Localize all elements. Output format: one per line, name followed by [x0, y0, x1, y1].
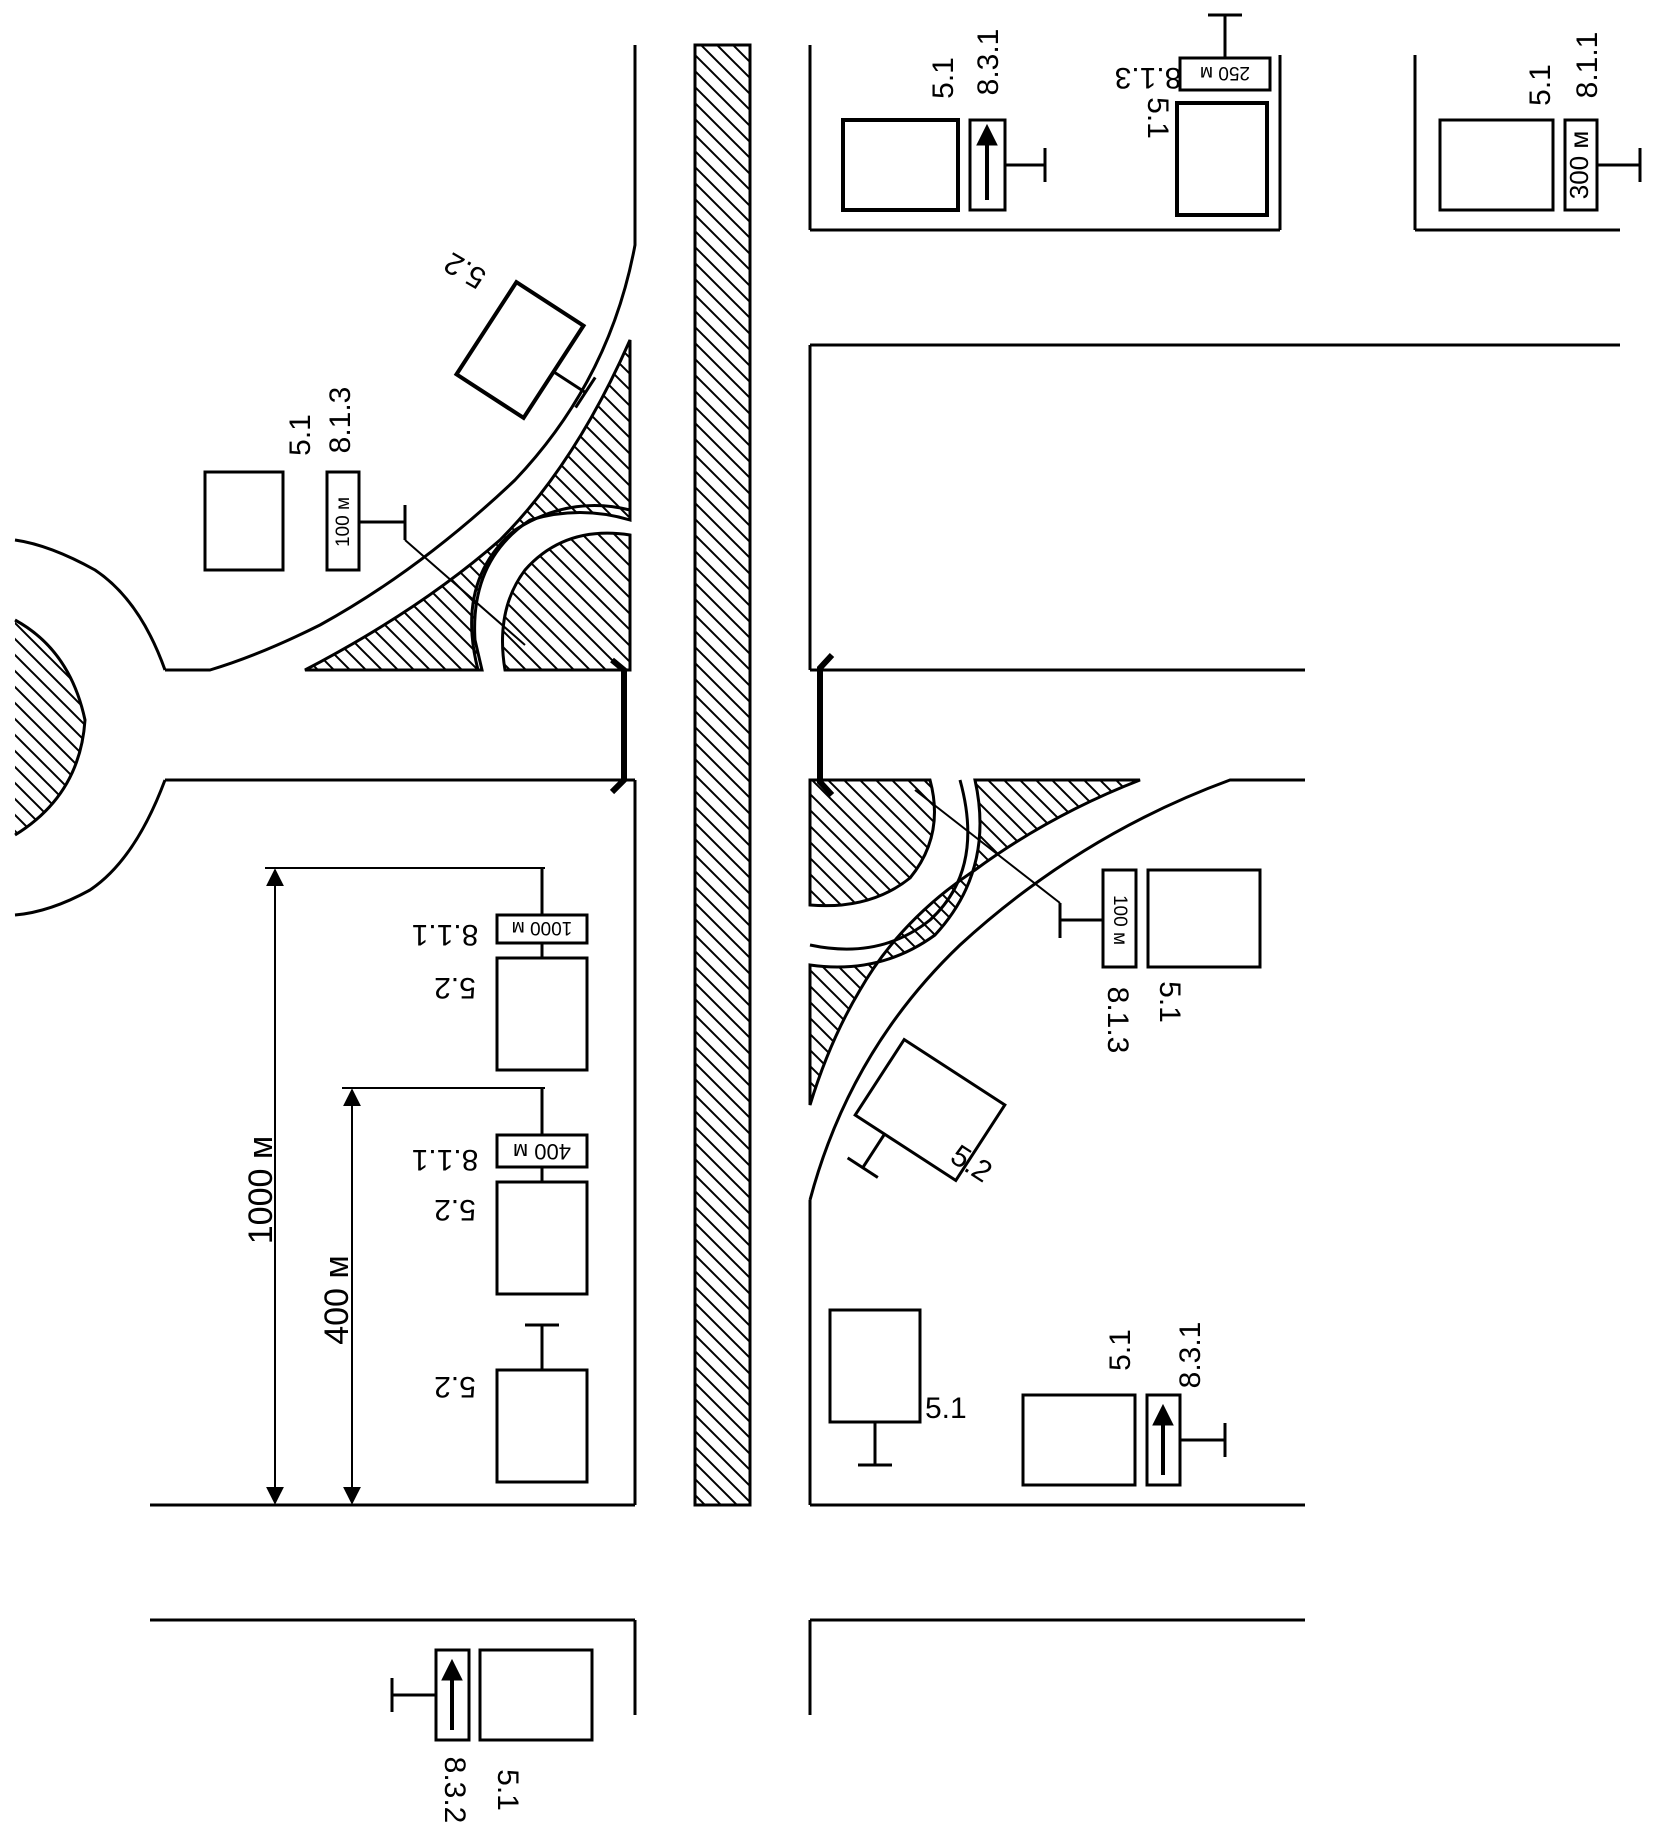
bridge-right	[817, 652, 835, 798]
label-left-1-plate: 8.1.1	[412, 918, 479, 951]
sign-ramp-se-exit	[853, 1037, 1007, 1183]
connector-top-flare	[14, 538, 167, 671]
sign-bottom-main	[478, 1648, 594, 1742]
label-right-2-main: 5.1	[1104, 1329, 1137, 1371]
label-ramp-nw-main: 5.1	[284, 414, 317, 456]
sign-top-c-main	[1438, 118, 1555, 212]
plate-text-left-1: 1000 м	[512, 917, 573, 938]
sign-ramp-nw-main	[203, 470, 285, 572]
sign-ramp-se-exit-post	[861, 1133, 886, 1169]
sign-top-b-main	[1175, 101, 1269, 217]
sign-right-2-main	[1021, 1393, 1137, 1487]
sign-ramp-se-leader	[914, 789, 1061, 904]
sign-left-1-main	[495, 956, 589, 1072]
plate-text-top-b: 250 м	[1200, 62, 1250, 83]
label-left-2-main: 5.2	[434, 1193, 476, 1226]
label-left-3-main: 5.2	[434, 1370, 476, 1403]
median-strip	[693, 43, 752, 1507]
label-ramp-se-plate: 8.1.3	[1101, 987, 1134, 1054]
label-left-2-plate: 8.1.1	[412, 1143, 479, 1176]
dim-label-400: 400 м	[318, 1255, 356, 1345]
dim-label-1000: 1000 м	[242, 1136, 280, 1244]
roundabout-island	[14, 618, 87, 837]
sign-ramp-nw-exit	[453, 279, 587, 421]
label-top-b-plate: 8.1.3	[1115, 61, 1182, 94]
sign-ramp-nw-leader	[404, 539, 526, 646]
plate-text-ramp-nw: 100 м	[333, 497, 354, 547]
label-ramp-se-main: 5.1	[1153, 981, 1186, 1023]
upper-left-island	[304, 339, 632, 672]
left-road-edge-top	[165, 45, 637, 672]
upper-left-loop-island	[501, 531, 632, 672]
lower-right-loop-island	[808, 778, 936, 908]
sign-ramp-se-main	[1146, 868, 1262, 969]
arrow-up-icon-head	[1152, 1403, 1174, 1426]
label-top-a-plate: 8.3.1	[972, 29, 1005, 96]
label-left-1-main: 5.2	[434, 971, 476, 1004]
lower-right-island	[808, 778, 1141, 1106]
arrow-up-icon-head	[441, 1658, 463, 1681]
sign-top-a-main	[841, 118, 960, 212]
label-right-1-main: 5.1	[925, 1392, 967, 1425]
sign-ramp-nw-exit-cap	[574, 376, 597, 409]
right-curve-edge	[808, 778, 1305, 1201]
arrow-up-icon-head	[976, 123, 998, 146]
label-top-a-main: 5.1	[927, 57, 960, 99]
label-top-b-main: 5.1	[1141, 97, 1174, 139]
plate-text-ramp-se: 100 м	[1109, 895, 1130, 945]
upper-left-loop-ring	[470, 504, 631, 671]
sign-left-2-main	[495, 1180, 589, 1296]
label-top-c-plate: 8.1.1	[1571, 32, 1604, 99]
sign-ramp-nw-exit-post	[552, 370, 587, 394]
label-bottom-main: 5.1	[491, 1769, 524, 1811]
plate-text-left-2: 400 м	[513, 1139, 571, 1164]
plate-text-top-c: 300 м	[1564, 131, 1594, 199]
sign-right-1-main	[828, 1308, 922, 1424]
label-top-c-main: 5.1	[1524, 64, 1557, 106]
sign-left-3-main	[495, 1368, 589, 1484]
label-right-2-plate: 8.3.1	[1174, 1322, 1207, 1389]
label-ramp-se-exit: 5.2	[945, 1139, 998, 1189]
label-ramp-nw-exit: 5.2	[439, 246, 492, 295]
sign-ramp-nw-exit-group	[453, 279, 597, 421]
label-ramp-nw-plate: 8.1.3	[324, 387, 357, 454]
bridge-left	[609, 657, 627, 795]
connector-bottom-flare	[14, 779, 167, 917]
sign-ramp-se-exit-group	[846, 1037, 1007, 1183]
label-bottom-plate: 8.3.2	[438, 1757, 471, 1824]
sign-ramp-se-exit-cap	[846, 1156, 879, 1179]
